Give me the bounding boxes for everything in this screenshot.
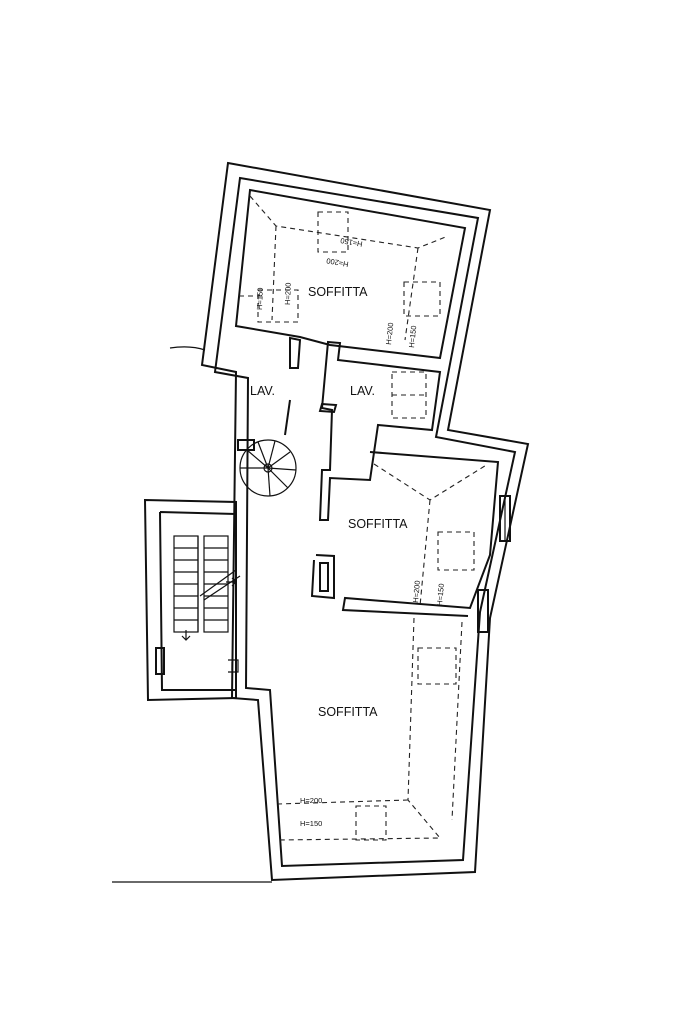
- stairwell-symbol: [228, 659, 239, 673]
- middle-left-niche: [310, 554, 335, 600]
- stairwell-inner: [159, 511, 237, 691]
- height-mid-200: H=200: [411, 580, 422, 603]
- top-attic-room: [234, 188, 467, 360]
- terrain-line-left: [169, 346, 206, 351]
- height-top-left-200: H=200: [283, 282, 293, 305]
- room-label-soffitta-top: SOFFITTA: [308, 285, 368, 299]
- bottom-attic-roof-lines: [277, 617, 463, 841]
- height-bottom-150: H=150: [300, 819, 322, 828]
- outer-wall-inner: [213, 176, 517, 868]
- middle-attic-roof-lines: [373, 463, 489, 607]
- height-top-left-150: H=150: [255, 287, 265, 310]
- lav-divider: [284, 399, 291, 436]
- partition-lav-left: [289, 336, 302, 369]
- room-label-lav-right: LAV.: [350, 384, 375, 398]
- middle-attic-room: [341, 451, 500, 617]
- room-label-soffitta-bottom: SOFFITTA: [318, 705, 378, 719]
- middle-niche-inner: [319, 562, 329, 592]
- height-bottom-200: H=200: [300, 796, 322, 805]
- stairwell-window: [155, 647, 165, 675]
- lav-door-right: [318, 402, 338, 414]
- stair-flights: [173, 535, 241, 641]
- height-top-200: H=200: [326, 256, 350, 269]
- stairwell-outer: [143, 498, 237, 702]
- room-label-soffitta-middle: SOFFITTA: [348, 517, 408, 531]
- top-attic-roof-lines: [238, 195, 449, 341]
- height-top-right-200: H=200: [384, 322, 395, 345]
- spiral-staircase: [237, 439, 297, 497]
- height-top-150: H=150: [340, 236, 364, 249]
- window-right-lower: [477, 589, 489, 633]
- lav-roof-lines: [391, 371, 427, 419]
- room-label-lav-left: LAV.: [250, 384, 275, 398]
- height-top-right-150: H=150: [407, 325, 418, 348]
- partition-lav-right: [318, 340, 442, 521]
- outer-wall: [200, 161, 530, 882]
- height-mid-150: H=150: [435, 583, 446, 606]
